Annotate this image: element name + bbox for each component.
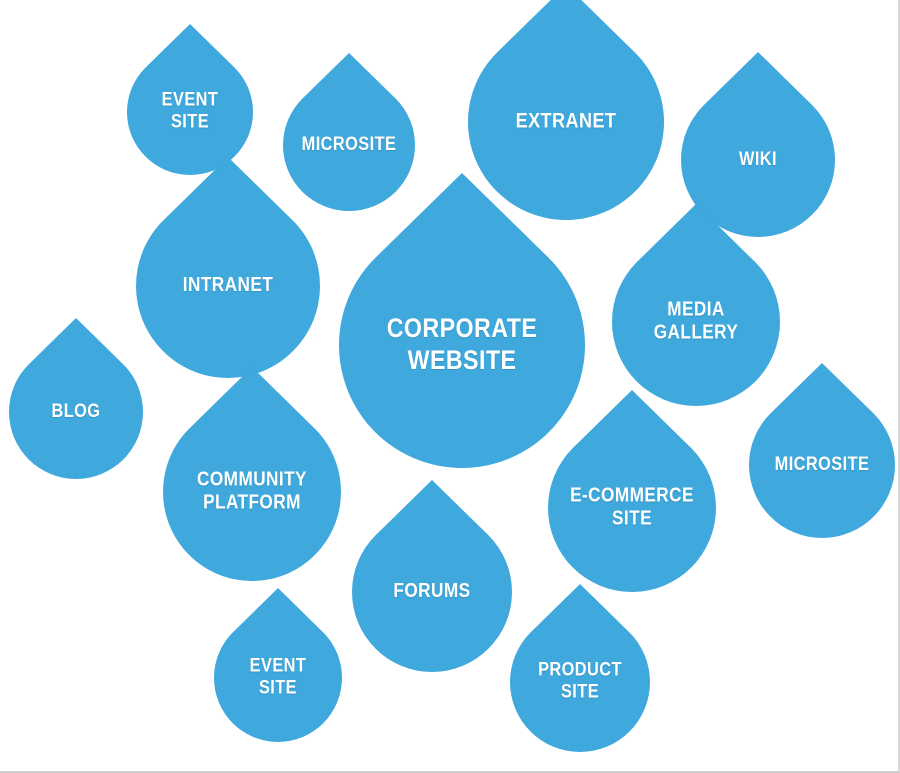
droplet-icon: [548, 390, 716, 592]
node-forums: FORUMS: [352, 480, 512, 672]
droplet-icon: [163, 367, 341, 581]
node-product-site: PRODUCT SITE: [510, 584, 650, 752]
node-community-platform: COMMUNITY PLATFORM: [163, 367, 341, 581]
node-intranet: INTRANET: [136, 157, 320, 378]
droplet-icon: [352, 480, 512, 672]
droplet-icon: [468, 0, 664, 220]
droplet-icon: [612, 204, 780, 406]
droplet-icon: [510, 584, 650, 752]
node-event-site-bottom: EVENT SITE: [214, 588, 342, 742]
droplet-icon: [9, 318, 143, 479]
droplet-icon: [283, 53, 415, 211]
droplet-icon: [136, 157, 320, 378]
node-microsite-right: MICROSITE: [749, 363, 895, 538]
node-event-site-top: EVENT SITE: [127, 24, 253, 175]
droplet-icon: [681, 52, 835, 237]
node-blog: BLOG: [9, 318, 143, 479]
node-ecommerce-site: E-COMMERCE SITE: [548, 390, 716, 592]
droplet-icon: [749, 363, 895, 538]
droplet-icon: [127, 24, 253, 175]
droplet-icon: [214, 588, 342, 742]
droplet-icon: [339, 173, 585, 468]
